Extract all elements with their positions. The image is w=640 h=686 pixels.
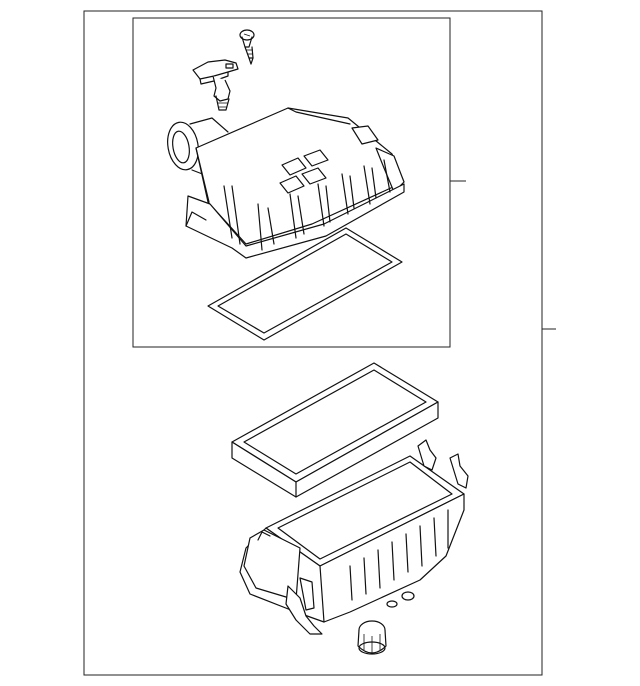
air-cleaner-cover-part: [167, 107, 405, 259]
grommet-part: [357, 620, 387, 655]
inner-frame: [132, 17, 451, 348]
outer-frame: [83, 10, 543, 676]
airflow-sensor-part: [192, 59, 239, 111]
upper-gasket-part: [207, 227, 403, 341]
air-cleaner-lower-box-part: [239, 439, 469, 635]
screw-part: [239, 29, 255, 65]
air-filter-element-part: [231, 362, 439, 498]
